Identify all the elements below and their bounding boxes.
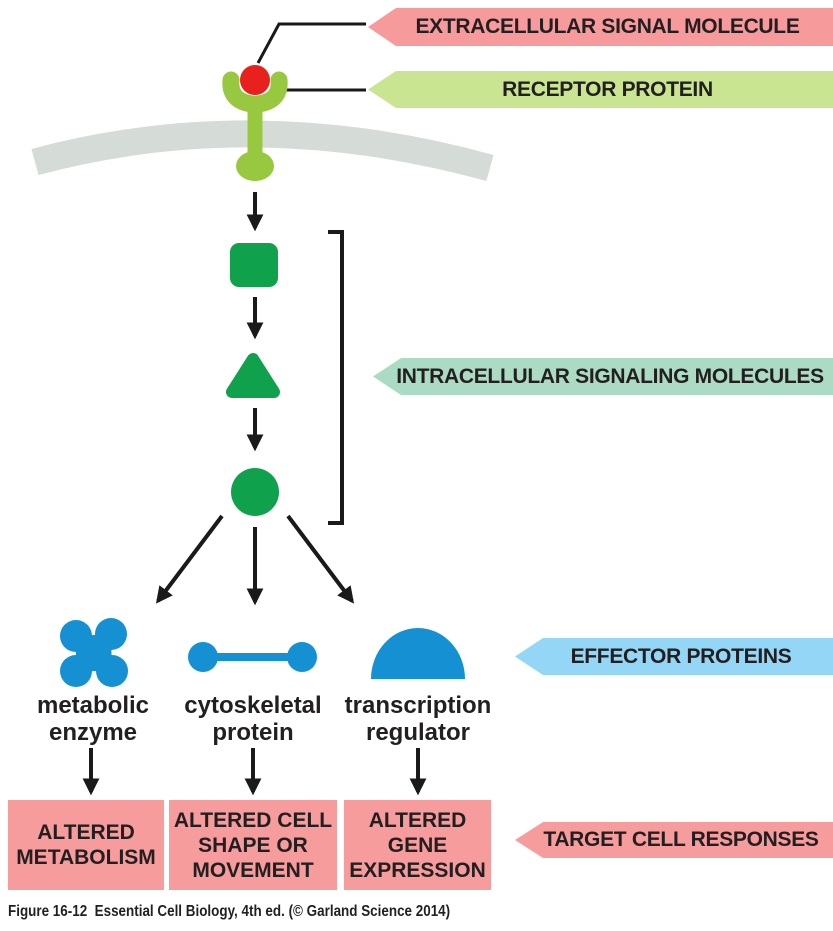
label-metabolic-enzyme: metabolic enzyme — [36, 692, 150, 746]
banner-label: INTRACELLULAR SIGNALING MOLECULES — [396, 364, 824, 388]
banner-extracellular-signal-molecule: EXTRACELLULAR SIGNAL MOLECULE — [368, 8, 833, 46]
banner-effector-proteins: EFFECTOR PROTEINS — [515, 638, 833, 675]
signal-molecule-shape — [240, 65, 270, 95]
response-box-altered-metabolism: ALTERED METABOLISM — [8, 800, 164, 890]
response-arrows — [82, 748, 427, 796]
transcription-regulator-shape — [371, 628, 465, 679]
banner-target-cell-responses: TARGET CELL RESPONSES — [515, 822, 833, 858]
label-cytoskeletal-protein: cytoskeletal protein — [184, 692, 322, 746]
signaling-molecules — [226, 243, 280, 516]
signaling-molecule-triangle — [226, 353, 280, 398]
receptor-protein-shape — [222, 71, 288, 181]
arrow-to-metabolic-enzyme — [155, 514, 224, 604]
banner-label: EFFECTOR PROTEINS — [570, 644, 792, 668]
signaling-molecule-circle — [231, 468, 279, 516]
bracket — [328, 230, 344, 525]
arrow-to-transcription-regulator — [286, 514, 355, 604]
banner-receptor-protein: RECEPTOR PROTEIN — [368, 71, 833, 108]
banner-label: EXTRACELLULAR SIGNAL MOLECULE — [415, 15, 800, 38]
banner-label: RECEPTOR PROTEIN — [502, 77, 713, 101]
banner-intracellular-signaling-molecules: INTRACELLULAR SIGNALING MOLECULES — [373, 358, 833, 395]
cytoskeletal-protein-shape — [188, 642, 317, 672]
label-transcription-regulator: transcription regulator — [344, 692, 492, 746]
response-box-altered-gene-expression: ALTERED GENE EXPRESSION — [344, 800, 491, 890]
fanout-arrows — [155, 514, 355, 606]
effector-proteins — [60, 618, 465, 687]
signaling-molecule-square — [230, 243, 278, 287]
metabolic-enzyme-shape — [60, 618, 128, 687]
figure-caption: Figure 16-12 Essential Cell Biology, 4th… — [8, 903, 451, 920]
leader-line-signal-molecule — [256, 22, 366, 64]
banner-label: TARGET CELL RESPONSES — [543, 828, 819, 851]
response-box-altered-cell-shape: ALTERED CELL SHAPE OR MOVEMENT — [169, 800, 337, 890]
